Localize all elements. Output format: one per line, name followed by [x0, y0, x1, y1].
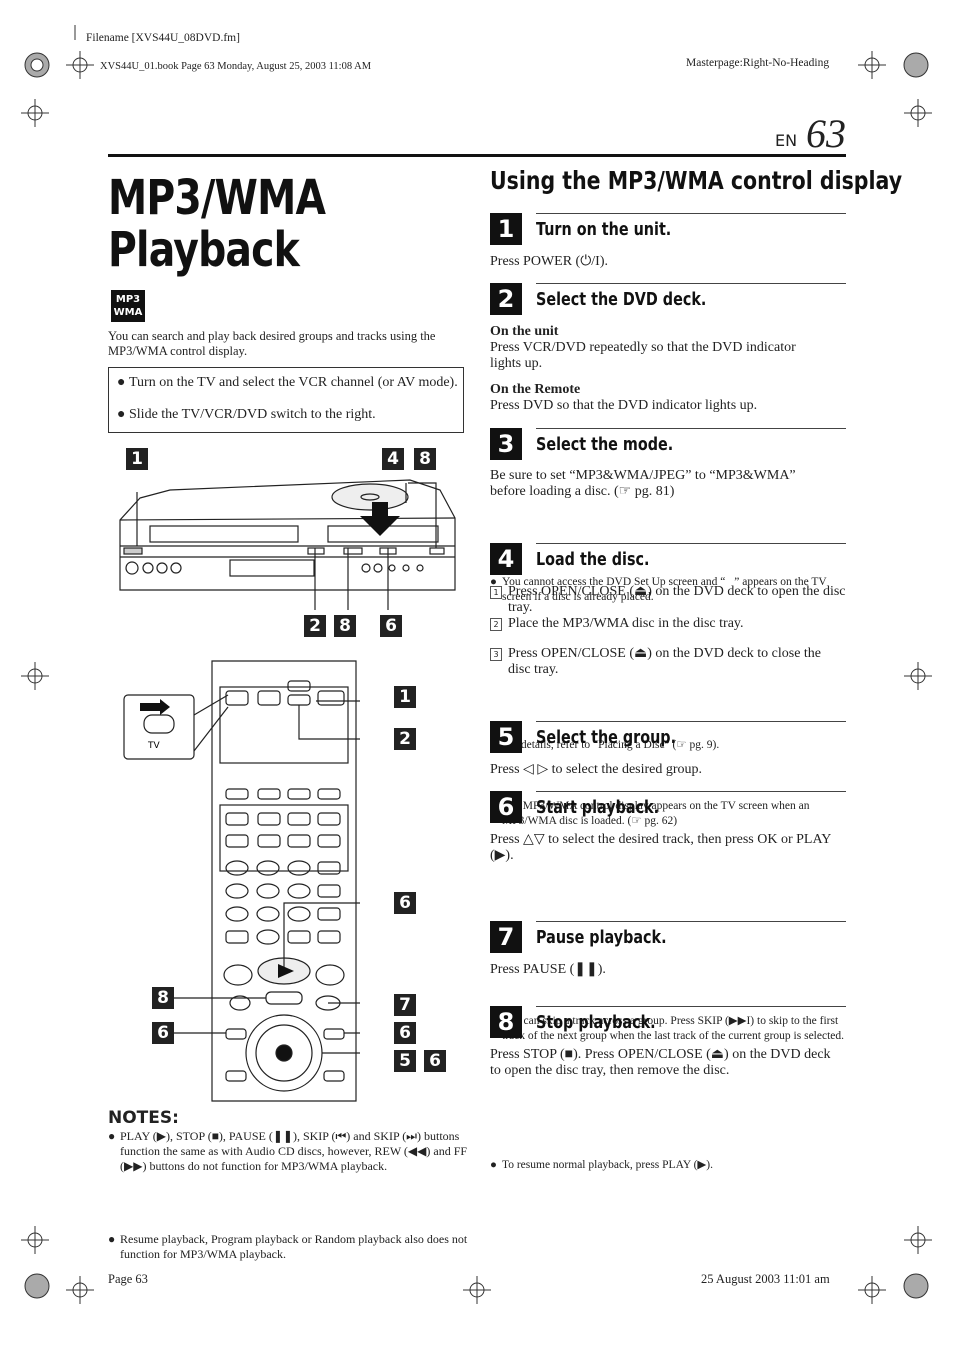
step-rule [536, 428, 846, 429]
step-title: Turn on the unit. [536, 220, 672, 240]
callout-7: 7 [394, 994, 416, 1016]
step-number: 2 [490, 283, 522, 315]
step-title: Load the disc. [536, 550, 650, 570]
note-item: ●PLAY (▶), STOP (■), PAUSE (❚❚), SKIP (⏮… [108, 1129, 468, 1173]
step-number: 3 [490, 428, 522, 460]
page-title: MP3/WMA Playback [108, 170, 326, 278]
step-number: 4 [490, 543, 522, 575]
remote-control-illustration: TV [123, 660, 360, 1102]
step-subheading: On the unit [490, 324, 559, 339]
filename-label: Filename [XVS44U_08DVD.fm] [86, 32, 240, 44]
step-note: ●To resume normal playback, press PLAY (… [490, 1159, 713, 1171]
step-rule [536, 1006, 846, 1007]
section-heading: Using the MP3/WMA control display [490, 166, 903, 195]
callout-4: 4 [382, 448, 404, 470]
switch-tv-label: TV [147, 741, 160, 751]
callout-5: 5 [394, 1050, 416, 1072]
step-text: Press △▽ to select the desired track, th… [490, 832, 831, 863]
callout-6: 6 [424, 1050, 446, 1072]
prep-item: ●Slide the TV/VCR/DVD switch to the righ… [117, 407, 376, 422]
callout-6: 6 [152, 1022, 174, 1044]
step-rule [536, 721, 846, 722]
step-text: Press PAUSE (❚❚). [490, 962, 606, 977]
step-title: Pause playback. [536, 928, 667, 948]
step-number: 1 [490, 213, 522, 245]
step-text: Press DVD so that the DVD indicator ligh… [490, 398, 758, 413]
step-subheading: On the Remote [490, 382, 581, 397]
callout-2: 2 [394, 728, 416, 750]
footer-date: 25 August 2003 11:01 am [701, 1272, 830, 1286]
dvd-vcr-deck-illustration [119, 479, 456, 610]
step-rule [536, 283, 846, 284]
callout-6: 6 [380, 615, 402, 637]
callout-8: 8 [152, 987, 174, 1009]
callout-6: 6 [394, 892, 416, 914]
step-text: Press VCR/DVD repeatedly so that the DVD… [490, 340, 796, 371]
callout-8: 8 [334, 615, 356, 637]
intro-text: You can search and play back desired gro… [108, 329, 436, 358]
header-rule [108, 154, 846, 157]
book-info: XVS44U_01.book Page 63 Monday, August 25… [100, 61, 372, 72]
footer-page: Page 63 [108, 1272, 148, 1286]
notes-title: NOTES: [108, 1108, 179, 1128]
language-code: EN [775, 131, 798, 150]
prep-item: ●Turn on the TV and select the VCR chann… [117, 375, 458, 390]
step-rule [536, 921, 846, 922]
step-text: Press STOP (■). Press OPEN/CLOSE (⏏) on … [490, 1047, 831, 1078]
step-text: Press ◁ ▷ to select the desired group. [490, 762, 703, 777]
step-title: Start playback. [536, 798, 660, 818]
callout-8: 8 [414, 448, 436, 470]
callout-6: 6 [394, 1022, 416, 1044]
step-rule [536, 213, 846, 214]
step-rule [536, 543, 846, 544]
note-item: ●Resume playback, Program playback or Ra… [108, 1232, 468, 1261]
slide-arrow-icon [140, 699, 170, 715]
insert-arrow-icon [360, 502, 400, 536]
step-title: Select the DVD deck. [536, 290, 707, 310]
callout-2: 2 [304, 615, 326, 637]
step-title: Select the mode. [536, 435, 674, 455]
step-title: Stop playback. [536, 1013, 656, 1033]
masterpage-label: Masterpage:Right-No-Heading [686, 57, 830, 69]
step-text: Press POWER (⏻/I). [490, 254, 609, 269]
prep-box: ●Turn on the TV and select the VCR chann… [108, 367, 464, 433]
step-note: ●You cannot access the DVD Set Up screen… [490, 576, 827, 603]
step-text: Be sure to set “MP3&WMA/JPEG” to “MP3&WM… [490, 468, 796, 499]
step-rule [536, 791, 846, 792]
step-note: ●You can skip a track across a group. Pr… [490, 1015, 845, 1042]
callout-1: 1 [126, 448, 148, 470]
step-title: Select the group. [536, 728, 677, 748]
step-number: 7 [490, 921, 522, 953]
play-icon [278, 964, 294, 978]
callout-1: 1 [394, 686, 416, 708]
step-note: ●The MP3/WMA control display appears on … [490, 800, 810, 827]
step-number: 8 [490, 1006, 522, 1038]
step-number: 5 [490, 721, 522, 753]
step-number: 6 [490, 791, 522, 823]
page-number: 63 [806, 111, 846, 156]
